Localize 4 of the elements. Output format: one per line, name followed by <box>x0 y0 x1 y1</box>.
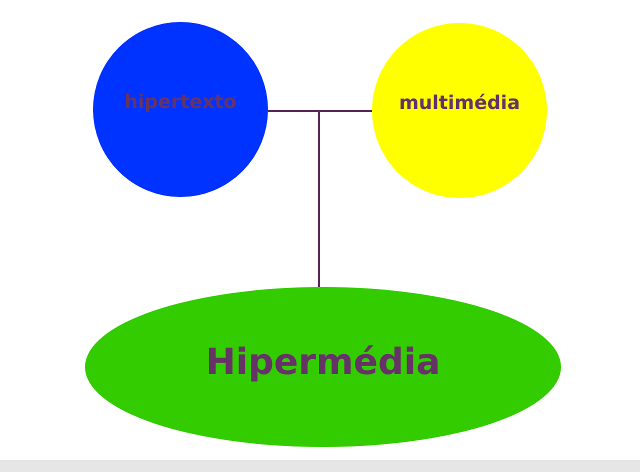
node-label: multimédia <box>398 92 520 114</box>
node-label: hipertexto <box>124 92 237 114</box>
connector-line <box>318 110 372 287</box>
node-label: Hipermédia <box>206 342 440 384</box>
